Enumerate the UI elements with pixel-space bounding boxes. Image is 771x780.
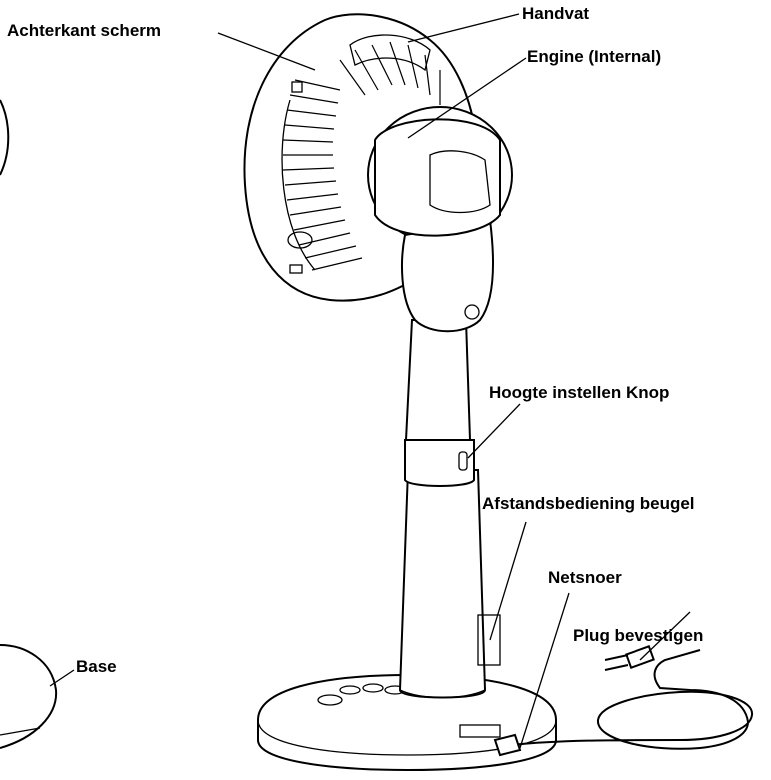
label-afstandsbediening: Afstandsbediening beugel [482,494,695,513]
label-netsnoer: Netsnoer [548,568,622,587]
height-collar [404,439,475,487]
label-handvat: Handvat [522,4,590,23]
leader-plug [639,611,691,661]
leader-handvat [407,13,520,43]
label-engine: Engine (Internal) [527,47,662,66]
label-achterkant-scherm: Achterkant scherm [7,21,162,40]
power-cord [493,645,754,757]
label-hoogte-knop: Hoogte instellen Knop [489,383,670,402]
leader-engine [407,57,527,139]
label-base: Base [76,657,117,676]
detached-base-part [0,644,58,749]
lower-pole [398,469,501,699]
motor-housing [367,106,513,333]
leader-hoogte [467,403,521,459]
leader-base [49,669,75,687]
leader-afstandsbediening [489,521,527,641]
leader-achterkant [217,32,316,71]
detached-part-arc [0,99,10,176]
label-plug: Plug bevestigen [573,626,704,645]
upper-pole [404,319,472,441]
leader-netsnoer [519,592,570,749]
leader-lines [49,13,691,749]
